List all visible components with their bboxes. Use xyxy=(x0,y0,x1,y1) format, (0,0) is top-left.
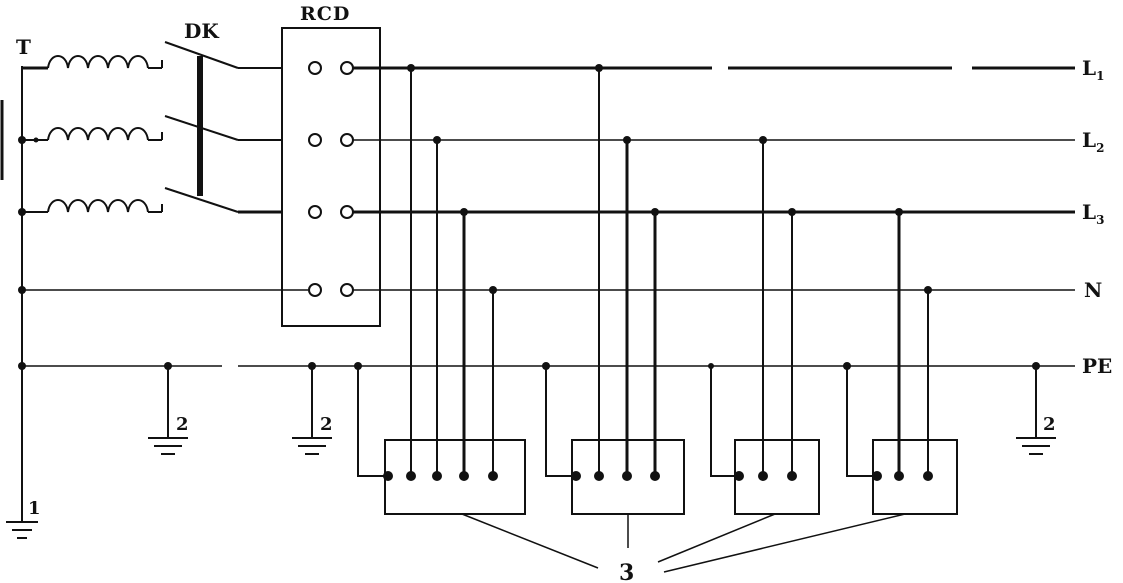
switch-blade xyxy=(164,115,239,141)
winding-3 xyxy=(22,199,163,213)
leader-line xyxy=(657,513,776,563)
rcd-label: RCD xyxy=(300,3,350,25)
bus-lines xyxy=(22,66,1075,367)
pe-label: PE xyxy=(1082,354,1112,378)
equipment-4 xyxy=(843,208,958,515)
equipment-box xyxy=(734,439,820,515)
rcd-device: RCD xyxy=(22,3,381,327)
rcd-terminal xyxy=(340,61,354,75)
junction-dot xyxy=(18,208,26,216)
earth-source-label: 1 xyxy=(28,498,41,519)
transformer-label: T xyxy=(16,35,31,59)
rcd-terminal xyxy=(308,283,322,297)
equipment-1 xyxy=(354,64,526,515)
neutral-label: N xyxy=(1084,278,1102,302)
rcd-terminal xyxy=(308,61,322,75)
repeat-earth: 2 xyxy=(1016,362,1056,455)
junction-dot xyxy=(18,136,26,144)
rcd-terminal xyxy=(308,205,322,219)
l2-label: L2 xyxy=(1082,128,1104,155)
l1-label: L1 xyxy=(1082,56,1104,83)
source-earth: 1 xyxy=(6,498,41,539)
repeat-earth: 2 xyxy=(292,362,333,455)
leader-line xyxy=(461,513,599,569)
equipment-2 xyxy=(542,64,685,515)
equipment-callout: 3 xyxy=(461,513,906,583)
bus-labels: L1 L2 L3 N PE xyxy=(1082,56,1112,378)
rcd-box xyxy=(281,27,381,327)
rcd-terminal xyxy=(308,133,322,147)
equipment-label: 3 xyxy=(619,560,634,583)
winding-1 xyxy=(22,55,163,70)
earth-repeat-label: 2 xyxy=(320,414,333,435)
transformer: T xyxy=(0,35,163,522)
earth-repeat-label: 2 xyxy=(176,414,189,435)
equipment-3 xyxy=(708,136,820,515)
rcd-terminal xyxy=(340,283,354,297)
switch-label: DK xyxy=(184,19,219,43)
switch-blade xyxy=(164,41,239,69)
rcd-terminal xyxy=(340,133,354,147)
rcd-terminal xyxy=(340,205,354,219)
earth-repeat-label: 2 xyxy=(1043,414,1056,435)
equipment-box xyxy=(384,439,526,515)
leader-line xyxy=(663,513,906,573)
l3-label: L3 xyxy=(1082,200,1104,227)
winding-2 xyxy=(22,127,163,143)
switch-blade xyxy=(164,187,239,213)
equipment-box xyxy=(872,439,958,515)
repeat-earth: 2 xyxy=(148,362,189,455)
